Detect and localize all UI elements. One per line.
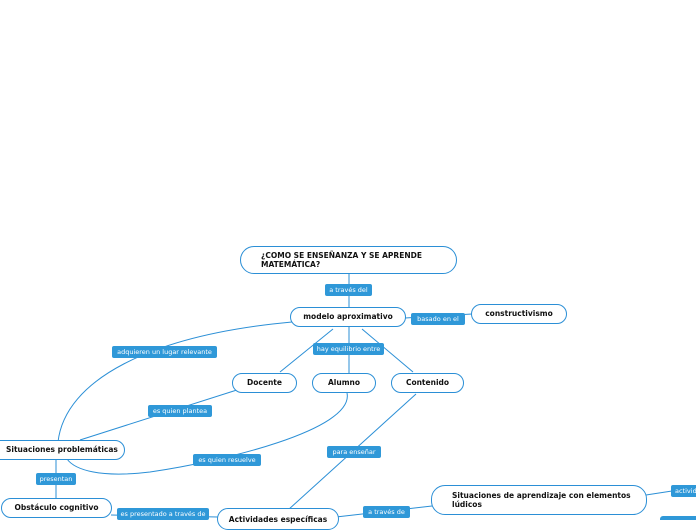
label-a-traves-de[interactable]: a través de bbox=[363, 506, 410, 518]
situaciones-ludicos-text: Situaciones de aprendizaje con elementos… bbox=[452, 490, 631, 509]
contenido-text: Contenido bbox=[405, 378, 450, 388]
constructivismo-text: constructivismo bbox=[485, 309, 553, 319]
label-para-ensenar[interactable]: para enseñar bbox=[327, 446, 381, 458]
offscreen-node-edge[interactable] bbox=[660, 516, 696, 520]
title-node[interactable]: ¿COMO SE ENSEÑANZA Y SE APRENDE MATEMÁTI… bbox=[240, 246, 457, 274]
alumno-node[interactable]: Alumno bbox=[312, 373, 376, 393]
link-modelo-situaciones bbox=[57, 321, 293, 443]
label-es-presentado-a-traves-de[interactable]: es presentado a través de bbox=[117, 508, 209, 520]
obstaculo-cognitivo-node[interactable]: Obstáculo cognitivo bbox=[1, 498, 112, 518]
title-node-text: ¿COMO SE ENSEÑANZA Y SE APRENDE MATEMÁTI… bbox=[261, 250, 422, 269]
link-alumno-situaciones bbox=[66, 392, 348, 475]
situaciones-ludicos-node[interactable]: Situaciones de aprendizaje con elementos… bbox=[431, 485, 647, 515]
link-modelo-contenido bbox=[361, 328, 414, 373]
alumno-text: Alumno bbox=[327, 378, 361, 388]
label-a-traves-del[interactable]: a través del bbox=[325, 284, 372, 296]
actividades-especificas-node[interactable]: Actividades específicas bbox=[217, 508, 339, 530]
modelo-aproximativo-node[interactable]: modelo aproximativo bbox=[290, 307, 406, 327]
docente-text: Docente bbox=[247, 378, 282, 388]
constructivismo-node[interactable]: constructivismo bbox=[471, 304, 567, 324]
obstaculo-cognitivo-text: Obstáculo cognitivo bbox=[14, 503, 99, 513]
label-adquieren-lugar-relevante[interactable]: adquieren un lugar relevante bbox=[112, 346, 217, 358]
label-presentan[interactable]: presentan bbox=[36, 473, 76, 485]
link-modelo-docente bbox=[279, 328, 334, 373]
situaciones-problematicas-node[interactable]: Situaciones problemáticas bbox=[0, 440, 125, 460]
label-basado-en-el[interactable]: basado en el bbox=[411, 313, 465, 325]
label-es-quien-resuelve[interactable]: es quien resuelve bbox=[193, 454, 261, 466]
label-activid[interactable]: activid bbox=[671, 485, 696, 497]
contenido-node[interactable]: Contenido bbox=[391, 373, 464, 393]
modelo-aproximativo-text: modelo aproximativo bbox=[303, 312, 393, 322]
situaciones-problematicas-text: Situaciones problemáticas bbox=[6, 445, 118, 455]
label-hay-equilibrio-entre[interactable]: hay equilibrio entre bbox=[313, 343, 384, 355]
label-es-quien-plantea[interactable]: es quien plantea bbox=[148, 405, 212, 417]
docente-node[interactable]: Docente bbox=[232, 373, 297, 393]
link-ludicos-right bbox=[645, 490, 673, 496]
